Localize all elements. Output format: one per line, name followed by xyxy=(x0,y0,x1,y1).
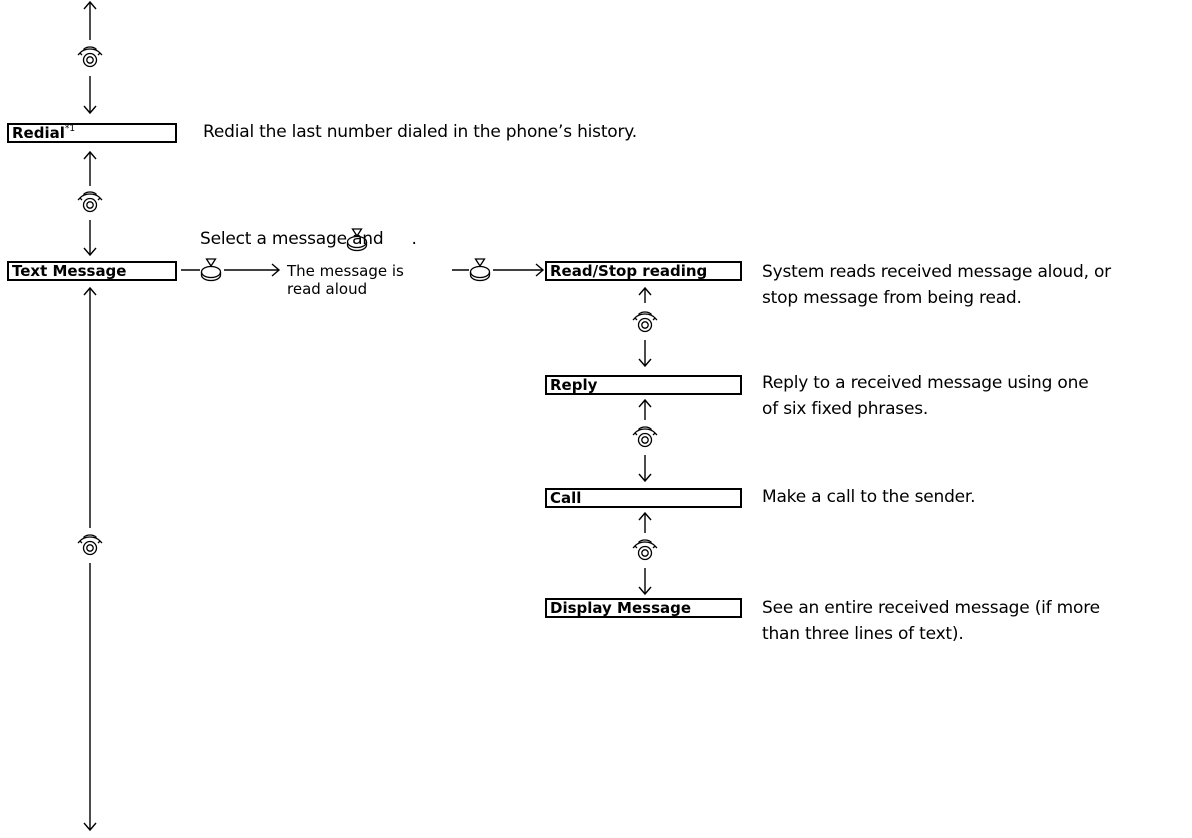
description-line: than three lines of text). xyxy=(762,624,964,644)
menu-item-redial-label: Redial xyxy=(12,124,65,142)
submenu-item-label: Call xyxy=(550,489,582,507)
display-message-description: See an entire received message (if more … xyxy=(762,595,1100,647)
redial-description: Redial the last number dialed in the pho… xyxy=(203,122,637,142)
submenu-item-label: Display Message xyxy=(550,599,692,617)
selector-knob-rotate-icon xyxy=(632,539,658,561)
intermediate-step: The message is read aloud xyxy=(287,262,404,298)
selector-knob-press-icon xyxy=(200,258,222,282)
description-line: See an entire received message (if more xyxy=(762,598,1100,618)
description-line: Make a call to the sender. xyxy=(762,487,976,507)
menu-item-redial[interactable]: Redial*1 xyxy=(7,123,177,143)
submenu-item-label: Read/Stop reading xyxy=(550,262,708,280)
submenu-item-label: Reply xyxy=(550,376,598,394)
call-description: Make a call to the sender. xyxy=(762,484,976,510)
submenu-item-call[interactable]: Call xyxy=(545,488,742,508)
main-spine xyxy=(77,1,103,831)
description-line: of six fixed phrases. xyxy=(762,399,929,419)
text-message-hint: Select a message and. xyxy=(200,229,417,249)
reply-description: Reply to a received message using one of… xyxy=(762,370,1089,422)
menu-item-text-message-label: Text Message xyxy=(12,262,127,280)
submenu-item-display-message[interactable]: Display Message xyxy=(545,598,742,618)
description-line: Reply to a received message using one xyxy=(762,373,1089,393)
submenu-item-read-stop-reading[interactable]: Read/Stop reading xyxy=(545,261,742,281)
selector-knob-press-icon xyxy=(469,258,491,282)
selector-knob-rotate-icon xyxy=(77,46,103,68)
selector-knob-rotate-icon xyxy=(77,191,103,213)
text-message-hint-text: Select a message and xyxy=(200,229,384,249)
horizontal-flow xyxy=(181,228,544,282)
submenu-item-reply[interactable]: Reply xyxy=(545,375,742,395)
selector-knob-rotate-icon xyxy=(632,426,658,448)
selector-knob-rotate-icon xyxy=(77,534,103,556)
submenu-spine xyxy=(632,287,658,595)
description-line: System reads received message aloud, or xyxy=(762,262,1111,282)
footnote-mark: *1 xyxy=(64,124,76,134)
description-line: stop message from being read. xyxy=(762,288,1022,308)
menu-item-text-message[interactable]: Text Message xyxy=(7,261,177,281)
intermediate-step-line1: The message is xyxy=(287,262,404,280)
selector-knob-rotate-icon xyxy=(632,311,658,333)
intermediate-step-line2: read aloud xyxy=(287,280,368,298)
read-stop-description: System reads received message aloud, or … xyxy=(762,259,1111,311)
